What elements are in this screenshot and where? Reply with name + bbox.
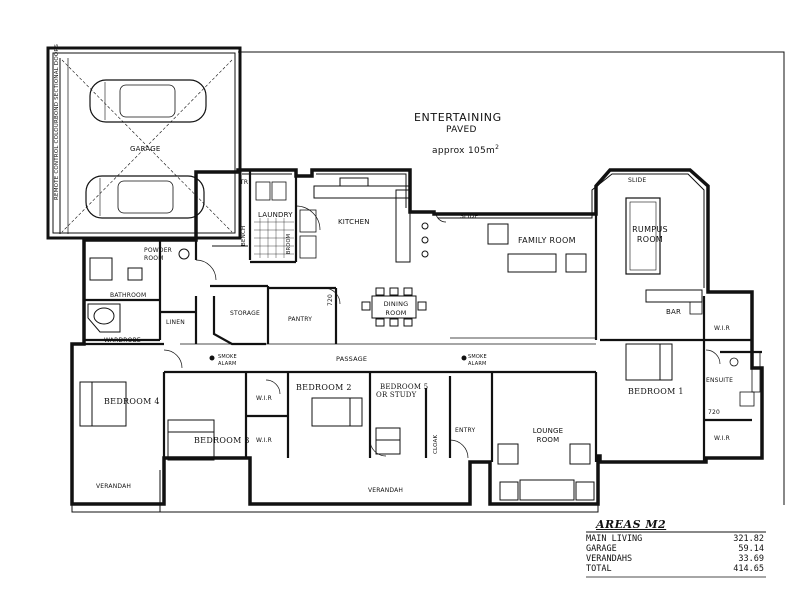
areas-row-value: 59.14 [738, 544, 764, 554]
wardrobe-label: WARDROBE [104, 337, 141, 344]
family-room-label: FAMILY ROOM [518, 236, 576, 245]
storage-label: STORAGE [230, 310, 260, 317]
slide-label-family: SLIDE [460, 213, 479, 220]
areas-row-value: 321.82 [733, 534, 764, 544]
bedroom2-label: BEDROOM 2 [296, 383, 352, 392]
rumpus-room-label: RUMPUS ROOM [632, 225, 668, 244]
dim-720-ensuite: 720 [708, 409, 721, 416]
areas-row: MAIN LIVING 321.82 [586, 534, 764, 544]
wir-label-b2-top: W.I.R [256, 395, 272, 402]
door-swings [163, 205, 721, 459]
laundry-label: LAUNDRY [258, 211, 293, 219]
approx-area-text: approx 105m [432, 146, 496, 156]
kitchen-bench [313, 177, 429, 263]
powder-room-label: POWDER ROOM [144, 247, 173, 262]
bed-3 [167, 419, 215, 461]
bedroom3-label: BEDROOM 3 [194, 436, 250, 445]
garage-label: GARAGE [130, 145, 161, 153]
kitchen-label: KITCHEN [338, 218, 370, 226]
bedroom5-label: BEDROOM 5 [380, 383, 429, 391]
garage-walls [46, 46, 242, 240]
smoke-alarm-label-west: SMOKE ALARM [218, 354, 237, 367]
smoke-alarm-label-east: SMOKE ALARM [468, 354, 487, 367]
slide-label-rumpus: SLIDE [628, 177, 647, 184]
areas-row: TOTAL 414.65 [586, 564, 764, 574]
interior-walls [72, 170, 762, 462]
bathroom-label: BATHROOM [110, 292, 147, 299]
entertaining-label: ENTERTAINING [414, 111, 502, 124]
lounge-room-label: LOUNGE ROOM [532, 427, 564, 444]
house-outer-walls [70, 168, 764, 506]
wir-label-b1-top: W.I.R [714, 325, 730, 332]
bed-4 [79, 381, 127, 427]
bedroom1-label: BEDROOM 1 [628, 387, 684, 396]
cloak-label: CLOAK [433, 434, 439, 454]
broom-label: BROOM [286, 233, 292, 254]
entry-label: ENTRY [455, 427, 476, 434]
areas-row-label: GARAGE [586, 544, 617, 554]
ensuite-label: ENSUITE [706, 377, 734, 384]
approx-area-sup: 2 [495, 144, 500, 151]
areas-row: GARAGE 59.14 [586, 544, 764, 554]
bedroom4-label: BEDROOM 4 [104, 397, 160, 406]
bed-1 [625, 343, 673, 381]
dim-720-pantry: 720 [327, 293, 334, 306]
pantry-label: PANTRY [288, 316, 313, 323]
wir-label-b2-bottom: W.I.R [256, 437, 272, 444]
bed-5 [375, 427, 401, 455]
areas-row-value: 33.69 [738, 554, 764, 564]
family-furniture [487, 223, 587, 273]
lounge-furniture [497, 443, 595, 501]
dining-room-label: DINING ROOM [383, 300, 409, 317]
linen-label: LINEN [166, 319, 185, 326]
tr-label: TR [240, 179, 249, 186]
entertaining-outline [238, 51, 785, 505]
rumpus-table [625, 197, 661, 275]
verandah-label-main: VERANDAH [368, 487, 404, 494]
passage-label: PASSAGE [336, 355, 368, 363]
or-study-label: OR STUDY [376, 391, 417, 399]
areas-row: VERANDAHS 33.69 [586, 554, 764, 564]
car-top [89, 79, 207, 123]
dining-table [361, 287, 427, 327]
areas-table: AREAS M2 MAIN LIVING 321.82 GARAGE 59.14… [586, 518, 764, 574]
areas-title: AREAS M2 [596, 518, 667, 531]
verandah-label-west: VERANDAH [96, 483, 132, 490]
bar-label: BAR [666, 308, 682, 316]
areas-row-label: VERANDAHS [586, 554, 633, 564]
areas-row-value: 414.65 [733, 564, 764, 574]
approx-area-label: approx 105m2 [432, 145, 499, 156]
bench-label: BENCH [241, 225, 247, 246]
garage-doors-label: REMOTE CONTROL COLOURBOND SECTIONAL DOOR… [54, 43, 60, 200]
paved-label: PAVED [446, 125, 477, 135]
areas-row-label: MAIN LIVING [586, 534, 643, 544]
areas-row-label: TOTAL [586, 564, 612, 574]
bed-2 [311, 397, 363, 427]
verandah-outline [71, 470, 599, 513]
car-bottom [85, 175, 205, 219]
wir-label-b1-bottom: W.I.R [714, 435, 730, 442]
